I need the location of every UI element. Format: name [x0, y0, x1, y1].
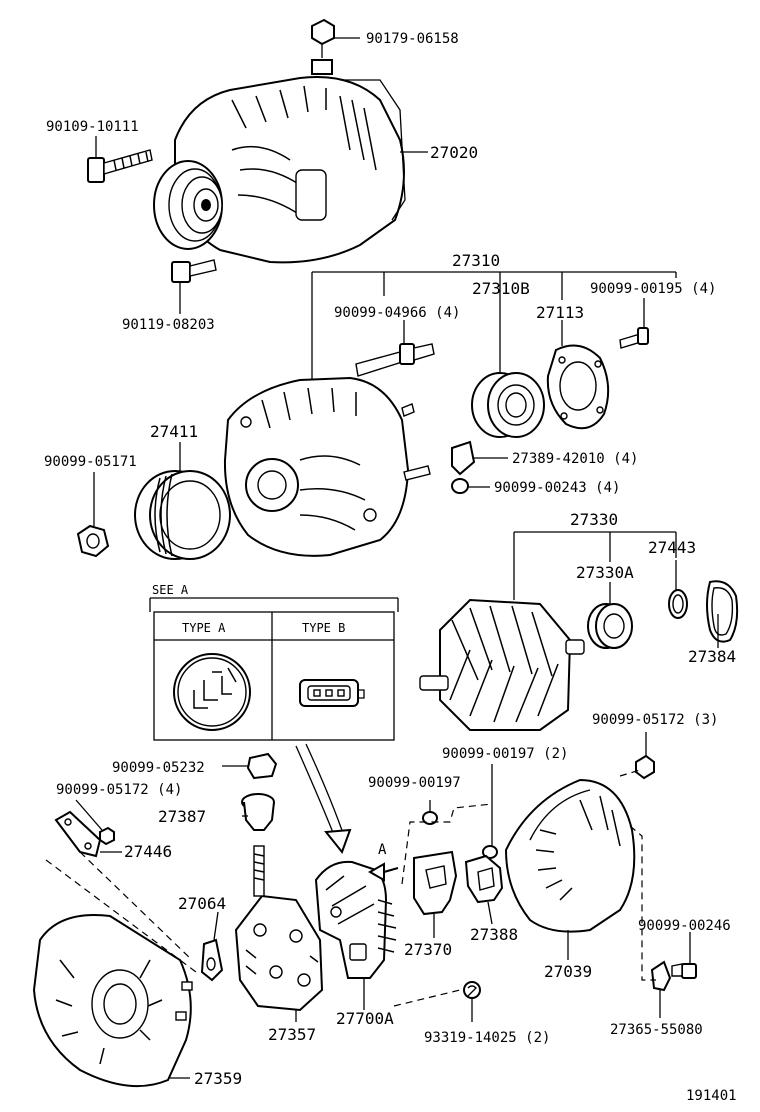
- label-27700A: 27700A: [336, 1009, 394, 1028]
- bearing-27310B: [471, 296, 545, 438]
- label-90099-00195: 90099-00195 (4): [590, 281, 716, 297]
- label-type-a: TYPE A: [182, 621, 226, 635]
- label-arrow-a: A: [378, 842, 387, 858]
- nut-90099-05172-4: [75, 799, 115, 846]
- label-27411: 27411: [150, 422, 198, 441]
- top-terminal-nut: [311, 18, 360, 75]
- label-90109-10111: 90109-10111: [46, 119, 139, 135]
- label-27359: 27359: [194, 1069, 242, 1088]
- label-27039: 27039: [544, 962, 592, 981]
- label-90099-00243: 90099-00243 (4): [494, 480, 620, 496]
- rear-cover-27039: [504, 778, 636, 960]
- callout-27330-bracket: [513, 531, 677, 600]
- drive-end-housing: [223, 376, 431, 557]
- insulator-27365-55080: [650, 960, 672, 1018]
- screw-90099-00246: [671, 932, 697, 979]
- insulator-27064: [200, 911, 224, 982]
- label-93319-14025: 93319-14025 (2): [424, 1030, 550, 1046]
- arrow-a: [367, 862, 399, 882]
- figure-number: 191401: [686, 1088, 737, 1104]
- label-27357: 27357: [268, 1025, 316, 1044]
- label-27020: 27020: [430, 143, 478, 162]
- brush-holder-27370: [413, 850, 458, 938]
- label-27446: 27446: [124, 842, 172, 861]
- insulator-27387: [241, 793, 275, 831]
- washer-93319-14025: [463, 981, 481, 1022]
- screw-90099-00195: [619, 298, 649, 349]
- label-27330: 27330: [570, 510, 618, 529]
- leader-dashed-right: [393, 769, 656, 1007]
- label-90099-05171: 90099-05171: [44, 454, 137, 470]
- label-90179-06158: 90179-06158: [366, 31, 459, 47]
- plate-27446: [54, 810, 122, 858]
- label-27113: 27113: [536, 303, 584, 322]
- see-a-box: [149, 597, 399, 741]
- rear-frame-27359: [32, 914, 193, 1088]
- label-27330A: 27330A: [576, 563, 634, 582]
- label-27064: 27064: [178, 894, 226, 913]
- nut-90099-05172-3: [635, 732, 655, 780]
- label-27443: 27443: [648, 538, 696, 557]
- label-27365-55080: 27365-55080: [610, 1022, 703, 1038]
- label-27388: 27388: [470, 925, 518, 944]
- washer-27443: [668, 560, 688, 619]
- bearing-27330A: [587, 582, 633, 649]
- label-90099-00197: 90099-00197: [368, 775, 461, 791]
- label-see-a: SEE A: [152, 583, 189, 597]
- screw-90099-00197-2: [482, 764, 498, 859]
- ring-27384: [706, 580, 739, 648]
- screw-90099-00243: [451, 478, 490, 494]
- label-90099-05232: 90099-05232: [112, 760, 205, 776]
- label-90099-00197-2: 90099-00197 (2): [442, 746, 568, 762]
- label-27310: 27310: [452, 251, 500, 270]
- label-27384: 27384: [688, 647, 736, 666]
- label-90119-08203: 90119-08203: [122, 317, 215, 333]
- label-90099-05172-3: 90099-05172 (3): [592, 712, 718, 728]
- label-type-b: TYPE B: [302, 621, 345, 635]
- clip-27389-42010: [451, 440, 508, 476]
- label-27310B: 27310B: [472, 279, 530, 298]
- leader-dashed-left: [45, 851, 197, 973]
- screw-90099-00197: [422, 800, 438, 825]
- label-27387: 27387: [158, 807, 206, 826]
- pulley-27411: [134, 442, 231, 560]
- label-90099-04966: 90099-04966 (4): [334, 305, 460, 321]
- cover-27388: [464, 854, 504, 925]
- label-27389-42010: 27389-42010 (4): [512, 451, 638, 467]
- alternator-assembly: [153, 75, 428, 264]
- bolt-90119-08203: [171, 259, 217, 314]
- view-arrow: [295, 743, 352, 855]
- retainer-plate-27113: [546, 320, 610, 430]
- label-90099-05172-4: 90099-05172 (4): [56, 782, 182, 798]
- callout-27310-bracket: [311, 271, 677, 380]
- nut-90099-05232: [222, 752, 278, 780]
- regulator-27700A: [314, 860, 397, 1010]
- rotor-27330: [419, 598, 585, 731]
- rectifier-27357: [234, 845, 324, 1022]
- label-90099-00246: 90099-00246: [638, 918, 731, 934]
- stud-90099-04966: [355, 320, 435, 377]
- label-27370: 27370: [404, 940, 452, 959]
- bolt-90109-10111: [87, 136, 153, 183]
- nut-90099-05171: [76, 472, 110, 558]
